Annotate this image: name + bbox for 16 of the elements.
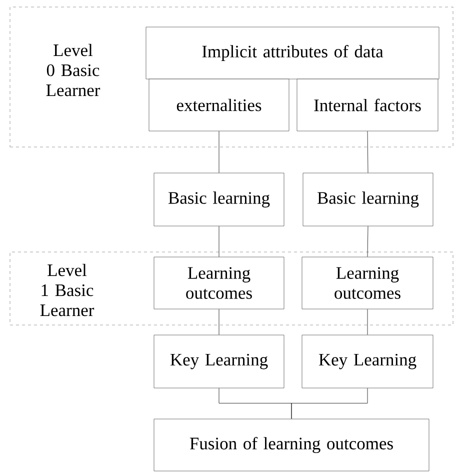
- process-box: Key Learning: [154, 334, 284, 388]
- connector-line: [218, 131, 220, 173]
- process-box: Key Learning: [302, 334, 434, 388]
- connector-line: [218, 309, 220, 335]
- process-box: Learning outcomes: [302, 256, 434, 310]
- connector-line: [367, 226, 368, 257]
- connector-line: [367, 309, 368, 335]
- process-box: Basic learning: [302, 172, 434, 226]
- connector-line: [218, 226, 220, 257]
- connector-line: [291, 388, 368, 419]
- process-box: Fusion of learning outcomes: [154, 418, 430, 472]
- process-box: Learning outcomes: [154, 256, 284, 310]
- process-box: Basic learning: [154, 172, 284, 226]
- connector-line: [367, 131, 368, 173]
- process-box: externalities: [148, 78, 290, 132]
- process-box: Internal factors: [296, 78, 438, 132]
